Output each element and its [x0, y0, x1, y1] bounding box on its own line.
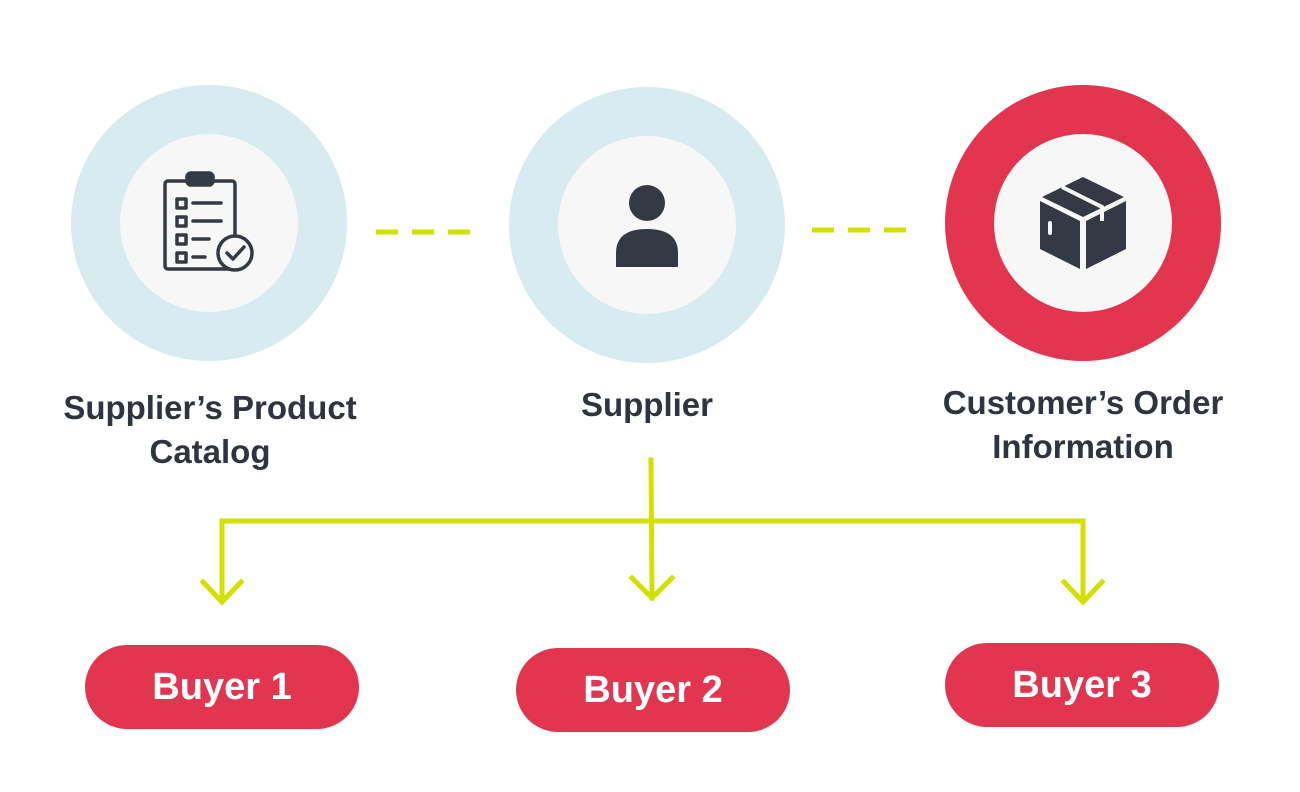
supplier-node-label: Supplier	[447, 383, 847, 427]
catalog-node-label: Supplier’s Product Catalog	[10, 386, 410, 474]
buyer-2-label: Buyer 2	[583, 668, 723, 711]
supplier-node-ring	[509, 87, 785, 363]
branch-bar-line	[219, 518, 1086, 601]
supplier-label-line-1: Supplier	[580, 386, 714, 423]
catalog-node-ring	[71, 85, 347, 361]
buyer-1-label: Buyer 1	[152, 665, 292, 708]
supplier-node-inner	[558, 136, 736, 314]
order-node-ring	[945, 85, 1221, 361]
order-node-label: Customer’s Order Information	[883, 381, 1283, 469]
order-node-inner	[994, 134, 1172, 312]
buyer-3-pill: Buyer 3	[945, 643, 1219, 727]
order-label-line-1: Customer’s Order	[942, 384, 1224, 421]
buyer-1-pill: Buyer 1	[85, 645, 359, 729]
catalog-label-line-2: Catalog	[149, 433, 271, 470]
clipboard-check-icon	[163, 171, 254, 272]
package-box-icon	[1040, 177, 1126, 269]
arrowheads	[199, 574, 1106, 606]
catalog-label-line-1: Supplier’s Product	[63, 389, 357, 426]
buyer-3-label: Buyer 3	[1012, 663, 1152, 706]
person-icon	[616, 185, 678, 267]
distribution-tree	[219, 457, 1086, 601]
arrowhead-buyer-3-icon	[1060, 578, 1106, 606]
order-label-line-2: Information	[992, 428, 1174, 465]
buyer-2-pill: Buyer 2	[516, 648, 790, 732]
arrowhead-buyer-2-icon	[628, 574, 676, 602]
arrowhead-buyer-1-icon	[199, 578, 245, 606]
supplier-stem-line	[648, 457, 655, 601]
catalog-node-inner	[120, 134, 298, 312]
